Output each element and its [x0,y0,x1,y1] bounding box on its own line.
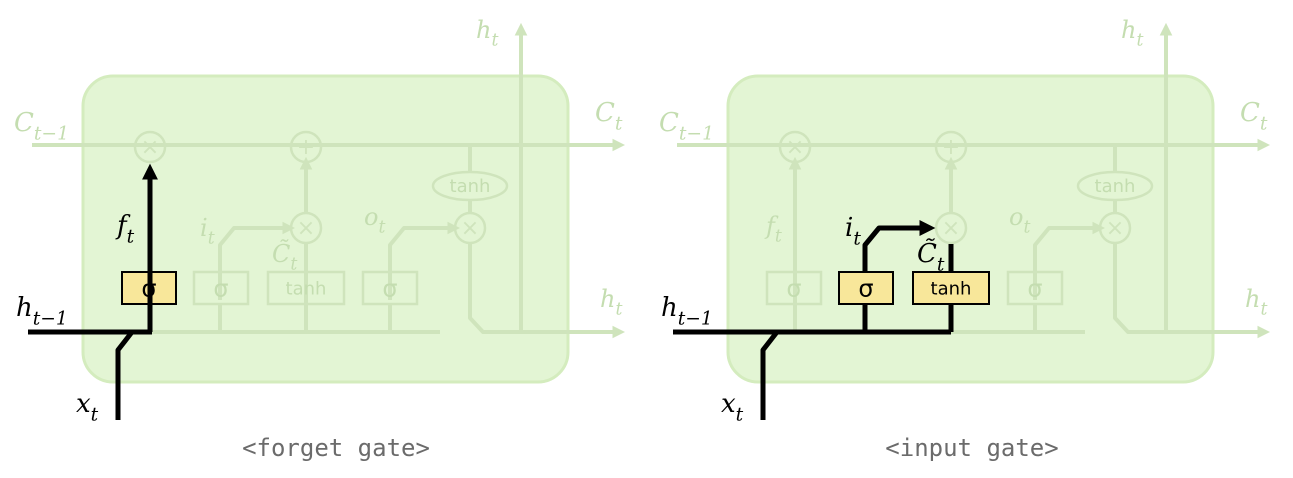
input-gate-box [838,271,894,305]
caption-forget-gate: <forget gate> [242,434,430,462]
label-c-prev: Ct−1 [14,108,69,144]
label-x: xt [721,389,744,425]
cell-tanh-ellipse [431,170,509,202]
input-gate-label: σ [858,275,873,303]
input-gate-box [192,270,250,306]
forget-multiply-symbol: × [786,135,804,160]
forget-multiply-circle [778,130,812,164]
label-h-top: ht [1121,16,1143,51]
input-multiply-circle [934,211,968,245]
label-c-tilde: C̃t [272,240,297,275]
output-multiply-symbol: × [1106,216,1124,241]
candidate-gate-box [912,271,990,305]
label-h-prev: ht−1 [16,293,68,329]
lstm-cell-body [81,74,570,384]
label-i-active: it [845,213,861,249]
label-h-right: ht [600,285,622,320]
cell-tanh-label: tanh [450,176,491,197]
label-i: it [200,214,215,249]
output-multiply-circle [1098,211,1132,245]
output-gate-label: σ [382,275,397,303]
output-gate-label: σ [1027,275,1042,303]
cell-add-symbol: + [297,135,315,160]
output-multiply-circle [453,211,487,245]
label-c-out: Ct [1240,98,1268,134]
candidate-gate-label: tanh [931,278,972,299]
cell-tanh-ellipse [1076,170,1154,202]
label-h-right: ht [1245,285,1267,320]
cell-add-symbol: + [942,135,960,160]
active-x-line [760,329,797,420]
label-c-tilde-active: C̃t [917,238,945,275]
input-multiply-symbol: × [942,216,960,241]
cell-tanh-label: tanh [1095,176,1136,197]
output-mult-down [1113,243,1166,334]
label-o: ot [1009,203,1030,238]
label-h-prev: ht−1 [661,293,713,329]
active-x-line [115,329,152,420]
input-gate-label: σ [213,275,228,303]
label-x: xt [76,389,99,425]
active-input-to-mult [862,219,936,272]
cell-add-circle [289,130,323,164]
output-multiply-symbol: × [461,216,479,241]
forget-gate-box [765,270,823,306]
output-gate-box [361,270,419,306]
label-h-top: ht [476,16,498,51]
cell-add-circle [934,130,968,164]
input-multiply-symbol: × [297,216,315,241]
forget-gate-label: σ [786,275,801,303]
lstm-cell-body [726,74,1215,384]
label-c-prev: Ct−1 [659,108,714,144]
output-gate-box [1006,270,1064,306]
output-mult-down [468,243,521,334]
forget-multiply-circle [133,130,167,164]
forget-multiply-symbol: × [141,135,159,160]
caption-input-gate: <input gate> [885,434,1059,462]
label-o: ot [364,203,385,238]
candidate-gate-label: tanh [286,278,327,299]
label-c-out: Ct [595,98,623,134]
input-multiply-circle [289,211,323,245]
candidate-gate-box [266,270,346,306]
